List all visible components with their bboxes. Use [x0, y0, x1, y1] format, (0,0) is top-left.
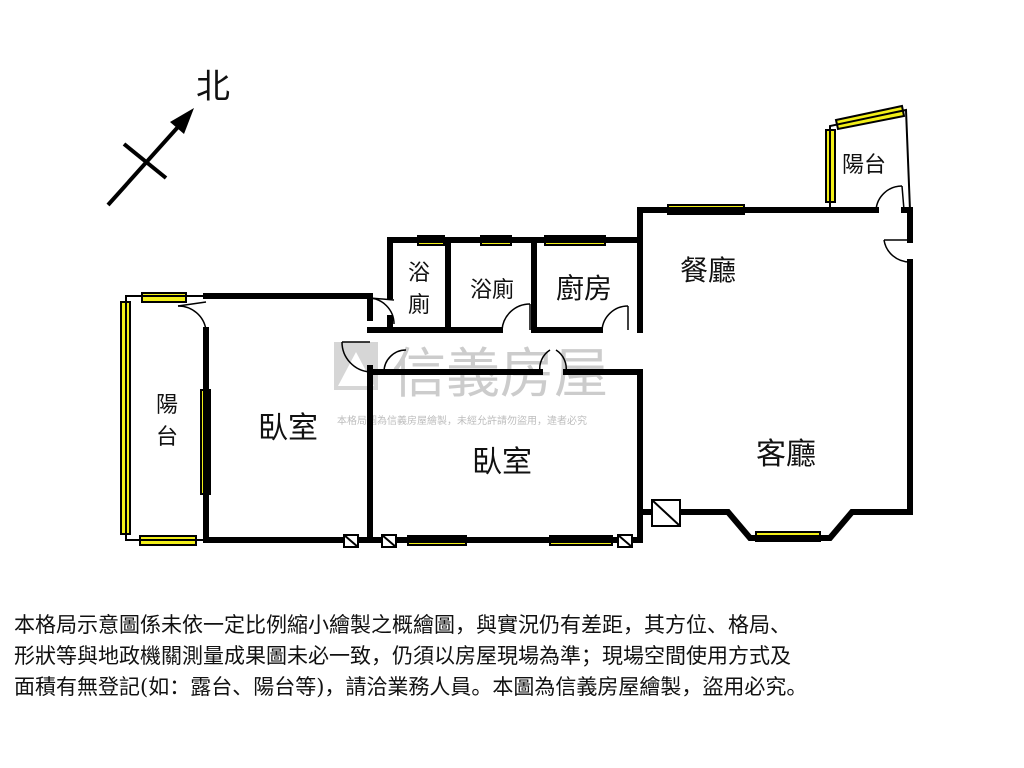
room-label-balcony-left-line1: 陽: [156, 393, 178, 418]
room-label-living: 客廳: [756, 437, 816, 472]
watermark: 信義房屋 本格局圖為信義房屋繪製，未經允許請勿盜用，違者必究: [334, 342, 608, 427]
walls: [125, 108, 913, 543]
floor-plan: 北 信義房屋 本格局圖為信義房屋繪製，未經允許請勿盜用，違者必究: [106, 67, 913, 548]
room-label-bedroom2: 臥室: [472, 445, 532, 480]
disclaimer-line-2: 形狀等與地政機關測量成果圖未必一致，仍須以房屋現場為準；現場空間使用方式及: [14, 644, 791, 668]
room-label-kitchen: 廚房: [556, 272, 612, 305]
north-label: 北: [196, 67, 230, 107]
room-label-bath2: 浴廁: [470, 278, 514, 303]
pillars: [343, 499, 681, 548]
doors: [177, 185, 911, 373]
room-label-dining: 餐廳: [680, 254, 736, 287]
room-label-bath1-line1: 浴: [408, 261, 430, 286]
disclaimer-line-1: 本格局示意圖係未依一定比例縮小繪製之概繪圖，與實況仍有差距，其方位、格局、: [14, 613, 791, 637]
disclaimer-line-3: 面積有無登記(如：露台、陽台等)，請洽業務人員。本圖為信義房屋繪製，盜用必究。: [14, 675, 808, 699]
room-label-balcony-left-line2: 台: [156, 425, 178, 450]
disclaimer: 本格局示意圖係未依一定比例縮小繪製之概繪圖，與實況仍有差距，其方位、格局、 形狀…: [14, 610, 1014, 703]
room-label-balcony-top: 陽台: [842, 153, 886, 178]
compass: 北: [106, 67, 230, 207]
room-label-bath1-line2: 廁: [408, 293, 430, 318]
watermark-notice: 本格局圖為信義房屋繪製，未經允許請勿盜用，違者必究: [337, 414, 587, 427]
room-labels: 浴 廁 浴廁 廚房 餐廳 客廳 臥室 臥室 陽 台 陽台: [156, 153, 886, 480]
room-label-bedroom1: 臥室: [258, 411, 318, 446]
